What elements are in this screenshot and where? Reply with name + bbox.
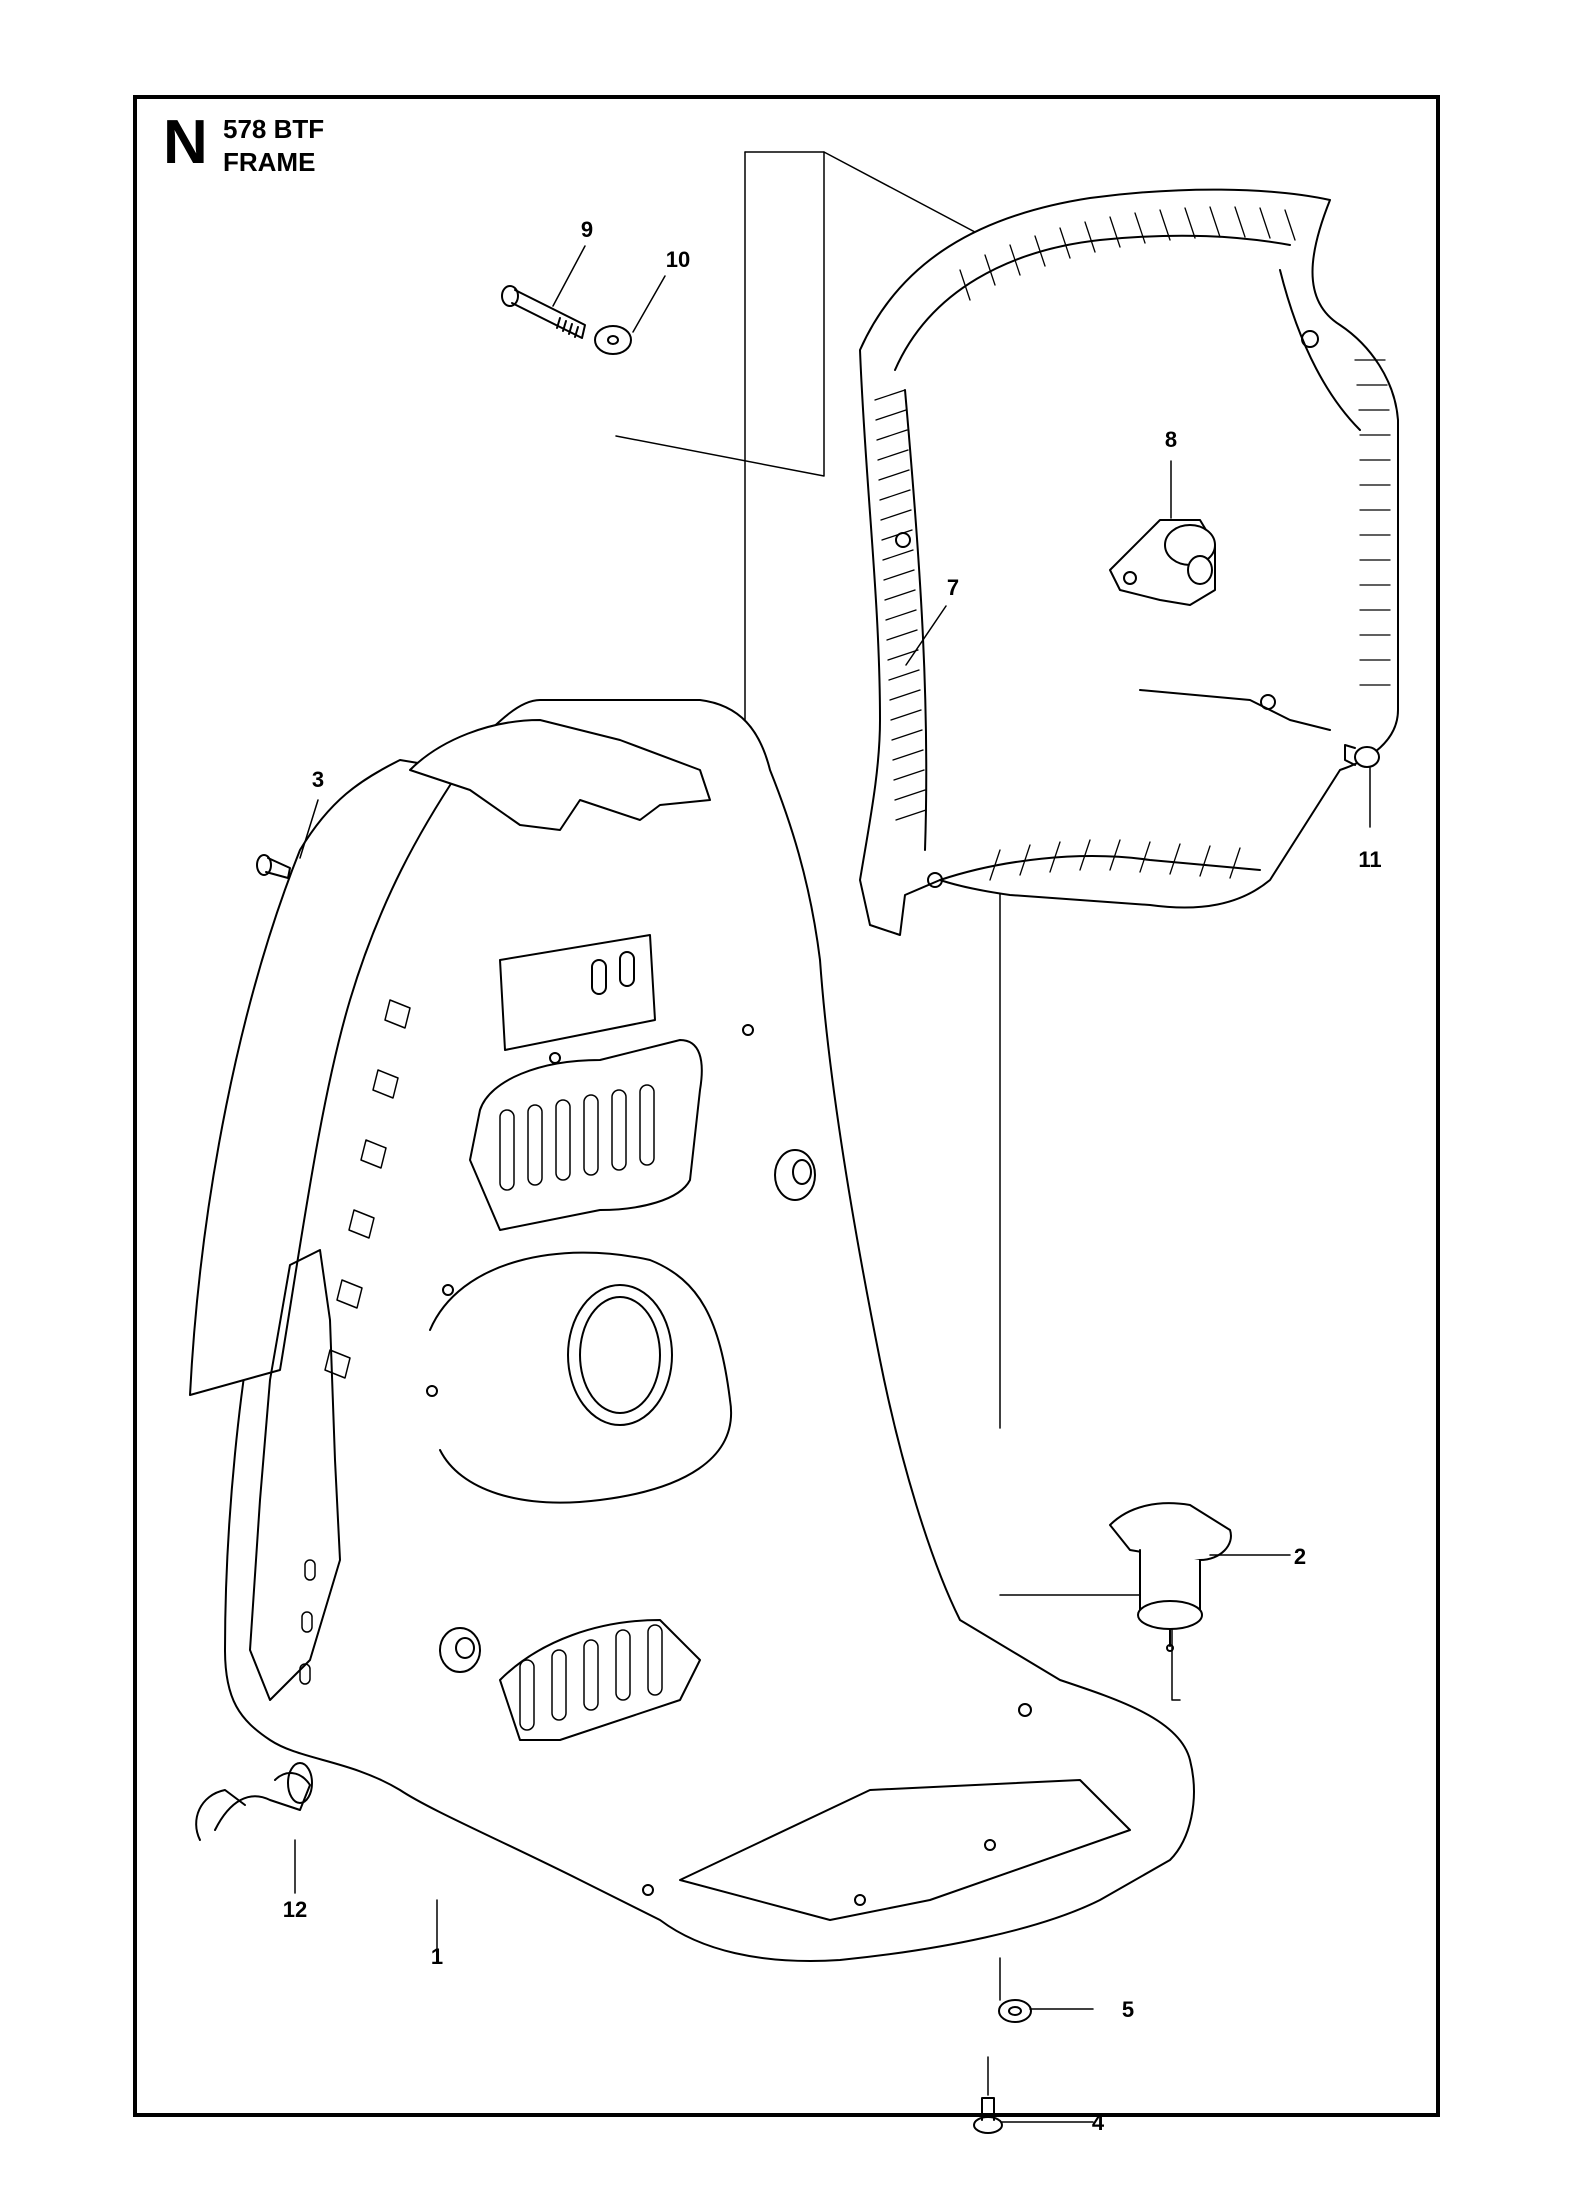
backpack-frame xyxy=(189,699,1195,1962)
grommet xyxy=(1344,744,1380,768)
hook xyxy=(195,1762,313,1841)
vibration-damper xyxy=(1109,519,1216,606)
section-letter: N xyxy=(163,108,208,177)
screw xyxy=(256,854,291,879)
callout-12: 12 xyxy=(282,1897,308,1922)
callout-8: 8 xyxy=(1164,427,1178,452)
page-border xyxy=(133,95,1440,2117)
foot-pad xyxy=(1109,1502,1232,1652)
washer xyxy=(594,325,632,355)
callout-9: 9 xyxy=(580,217,594,242)
callout-1: 1 xyxy=(430,1944,444,1969)
leader-lines xyxy=(294,245,1371,2123)
callout-10: 10 xyxy=(665,247,691,272)
callout-7: 7 xyxy=(946,575,960,600)
callout-11: 11 xyxy=(1358,847,1382,872)
page-subtitle: FRAME xyxy=(223,147,316,177)
bolt xyxy=(501,285,586,339)
callout-5: 5 xyxy=(1121,1997,1135,2022)
callout-4: 4 xyxy=(1091,2110,1105,2135)
callout-3: 3 xyxy=(311,767,325,792)
washer-bottom xyxy=(998,1999,1032,2023)
model-number: 578 BTF xyxy=(223,114,325,144)
callout-2: 2 xyxy=(1293,1544,1307,1569)
screw-bottom xyxy=(973,2097,1003,2134)
